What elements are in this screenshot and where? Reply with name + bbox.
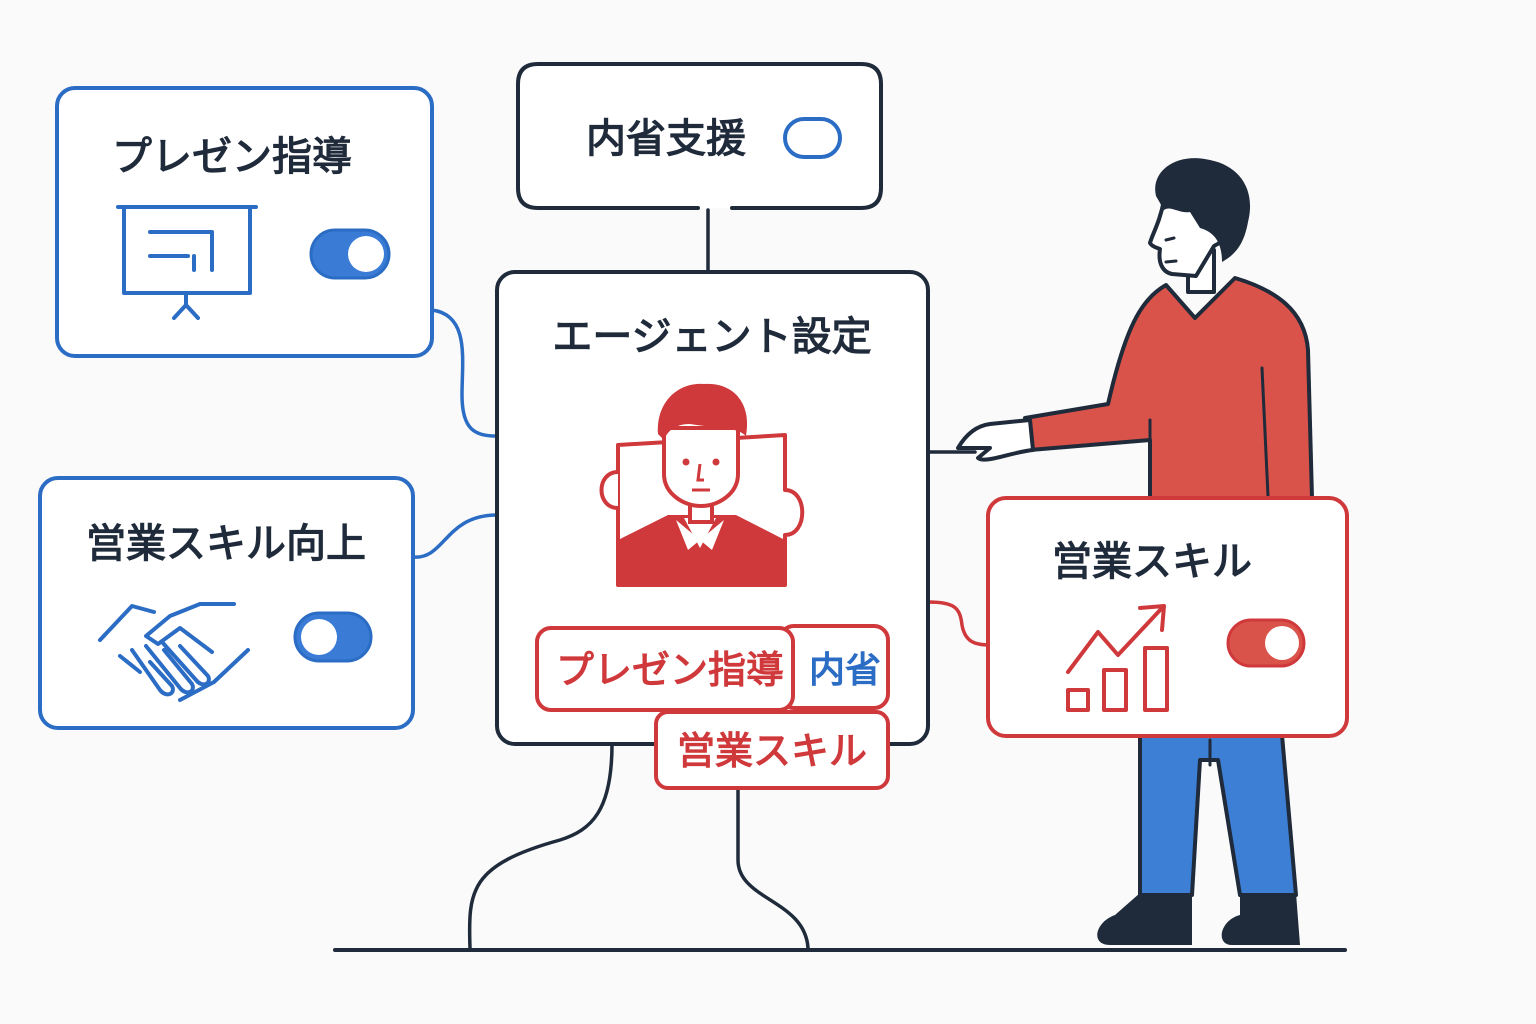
person-head xyxy=(1148,158,1251,294)
agent-settings-title: エージェント設定 xyxy=(552,314,871,360)
card-sales-skill-title: 営業スキル xyxy=(1052,539,1252,585)
tag-sales-skill-label: 営業スキル xyxy=(677,729,867,773)
reflection-toggle[interactable] xyxy=(783,117,842,159)
card-presentation-title: プレゼン指導 xyxy=(112,134,352,180)
card-sales-improvement: 営業スキル向上 xyxy=(38,476,415,730)
tag-presentation-label: プレゼン指導 xyxy=(556,648,784,692)
person-figure xyxy=(956,158,1314,945)
person-legs xyxy=(1138,733,1298,897)
connector-lines xyxy=(411,208,992,950)
presentation-toggle[interactable] xyxy=(309,228,391,280)
card-sales-improvement-title: 営業スキル向上 xyxy=(86,521,366,567)
agent-settings-panel: エージェント設定 内省 プレゼン指導 営業スキル xyxy=(495,270,930,790)
tag-reflection[interactable]: 内省 xyxy=(778,624,890,710)
card-sales-skill: 営業スキル xyxy=(986,496,1349,738)
person-hand xyxy=(956,418,1035,462)
tag-presentation[interactable]: プレゼン指導 xyxy=(535,626,795,712)
person-torso xyxy=(1023,276,1314,500)
presentation-board-icon xyxy=(116,205,258,320)
card-reflection-support: 内省支援 xyxy=(516,62,883,210)
card-presentation-coaching: プレゼン指導 xyxy=(55,86,434,358)
sales-skill-toggle[interactable] xyxy=(1226,618,1306,668)
growth-chart-icon xyxy=(1066,604,1169,712)
card-reflection-title: 内省支援 xyxy=(586,116,747,162)
sales-improvement-toggle[interactable] xyxy=(293,611,373,663)
person-shoes xyxy=(1097,893,1300,945)
handshake-icon xyxy=(98,602,250,702)
tag-reflection-label: 内省 xyxy=(809,650,881,691)
tag-sales-skill[interactable]: 営業スキル xyxy=(654,710,890,790)
puzzle-avatar-icon xyxy=(599,383,805,587)
